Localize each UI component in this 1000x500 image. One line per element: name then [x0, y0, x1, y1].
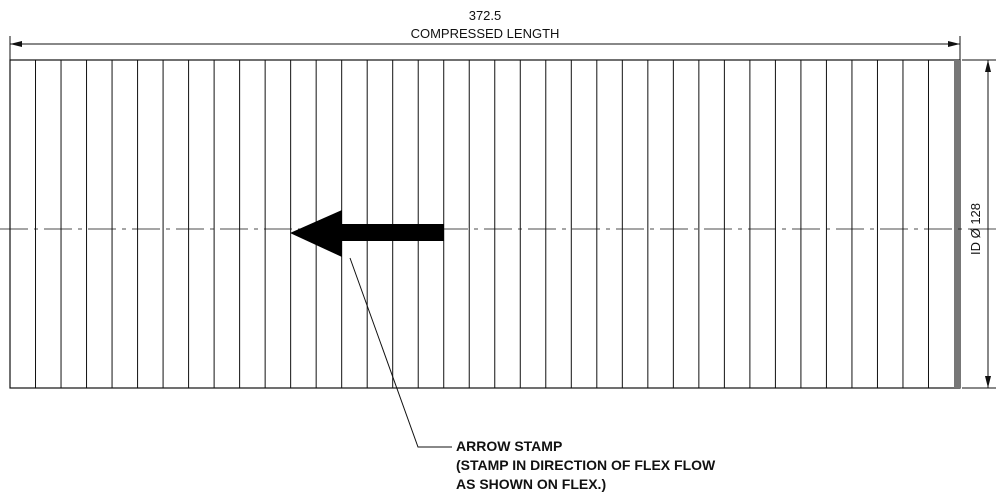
- bellows-outline: [9, 59, 961, 389]
- diameter-arrowhead-top: [985, 60, 991, 72]
- diameter-dimension: ID Ø 128: [962, 59, 996, 389]
- diameter-arrowhead-bottom: [985, 376, 991, 388]
- length-dimension-value: 372.5: [469, 8, 502, 23]
- length-arrowhead-right: [948, 41, 960, 47]
- note-line-3: AS SHOWN ON FLEX.): [456, 476, 606, 492]
- flow-arrow-head: [290, 210, 342, 257]
- bellows-end-band: [954, 60, 961, 388]
- callout-leader-line: [349, 257, 452, 448]
- note-line-2: (STAMP IN DIRECTION OF FLEX FLOW: [456, 457, 716, 473]
- length-dimension: 372.5 COMPRESSED LENGTH: [9, 8, 961, 60]
- note-line-1: ARROW STAMP: [456, 438, 562, 454]
- arrow-stamp-note: ARROW STAMP (STAMP IN DIRECTION OF FLEX …: [456, 438, 716, 492]
- flow-arrow-stamp: [290, 210, 444, 257]
- flex-bellows: [9, 59, 961, 389]
- length-dimension-label: COMPRESSED LENGTH: [411, 26, 560, 41]
- length-arrowhead-left: [10, 41, 22, 47]
- diameter-dimension-label: ID Ø 128: [968, 203, 983, 255]
- flow-arrow-shaft: [332, 224, 444, 241]
- corrugation-group: [35, 60, 929, 388]
